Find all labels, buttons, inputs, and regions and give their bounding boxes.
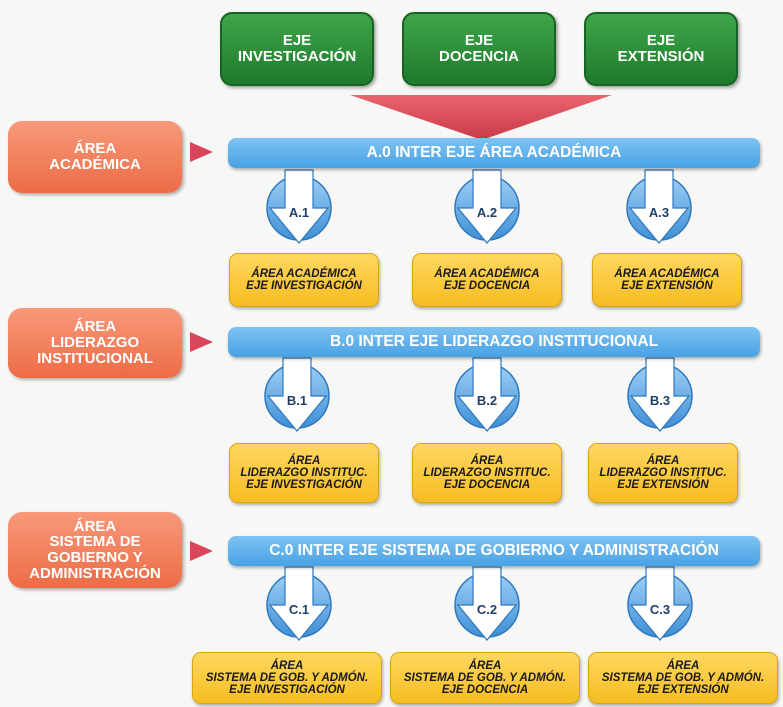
funnel-triangle (350, 95, 612, 140)
result-label: ÁREA ACADÉMICA (434, 267, 540, 280)
bar-label: A.0 INTER EJE ÁREA ACADÉMICA (366, 143, 622, 161)
arrow-c1: C.1 (266, 566, 332, 641)
area-label: LIDERAZGO (50, 334, 140, 352)
result-label: EJE INVESTIGACIÓN (229, 684, 345, 697)
result-b3: ÁREA LIDERAZGO INSTITUC. EJE EXTENSIÓN (588, 443, 738, 503)
result-label: ÁREA (468, 659, 502, 672)
result-label: ÁREA ACADÉMICA (251, 267, 357, 280)
arrow-c3: C.3 (627, 566, 693, 641)
arrow-label: B.2 (477, 393, 497, 408)
result-label: SISTEMA DE GOB. Y ADMÓN. (403, 671, 567, 684)
inter-eje-bar-b: B.0 INTER EJE LIDERAZGO INSTITUCIONAL (228, 327, 760, 357)
result-label: ÁREA (287, 454, 321, 467)
result-label: EJE INVESTIGACIÓN (246, 280, 362, 292)
result-label: EJE DOCENCIA (443, 479, 531, 492)
result-label: EJE INVESTIGACIÓN (246, 479, 362, 492)
result-label: EJE DOCENCIA (441, 684, 529, 697)
result-label: LIDERAZGO INSTITUC. (240, 466, 368, 479)
result-label: ÁREA (270, 659, 304, 672)
result-b1: ÁREA LIDERAZGO INSTITUC. EJE INVESTIGACI… (229, 443, 379, 503)
result-a2: ÁREA ACADÉMICA EJE DOCENCIA (412, 253, 562, 307)
result-label: LIDERAZGO INSTITUC. (599, 466, 727, 479)
area-academica-box: ÁREA ACADÉMICA (8, 121, 182, 193)
result-label: ÁREA (470, 454, 504, 467)
result-a1: ÁREA ACADÉMICA EJE INVESTIGACIÓN (229, 253, 379, 307)
eje-docencia-box: EJE DOCENCIA (402, 12, 556, 86)
result-c2: ÁREA SISTEMA DE GOB. Y ADMÓN. EJE DOCENC… (390, 652, 580, 704)
result-label: SISTEMA DE GOB. Y ADMÓN. (601, 671, 765, 684)
area-label: ÁREA (73, 517, 117, 535)
arrow-a1: A.1 (266, 169, 332, 244)
area-gobierno-box: ÁREA SISTEMA DE GOBIERNO Y ADMINISTRACIÓ… (8, 512, 182, 588)
area-label: ACADÉMICA (49, 156, 141, 173)
eje-label: EJE (464, 32, 494, 50)
result-b2: ÁREA LIDERAZGO INSTITUC. EJE DOCENCIA (412, 443, 562, 503)
result-c1: ÁREA SISTEMA DE GOB. Y ADMÓN. EJE INVEST… (192, 652, 382, 704)
eje-label: DOCENCIA (438, 48, 519, 65)
arrow-b1: B.1 (264, 357, 330, 432)
result-label: ÁREA ACADÉMICA (614, 267, 720, 280)
area-label: ÁREA (73, 318, 117, 336)
result-label: EJE DOCENCIA (443, 280, 531, 292)
pointer-triangle-c (190, 541, 213, 561)
eje-label: EJE (282, 32, 312, 50)
result-label: LIDERAZGO INSTITUC. (423, 466, 551, 479)
area-label: ADMINISTRACIÓN (29, 564, 161, 582)
pointer-triangle-a (190, 142, 213, 162)
arrow-label: B.1 (287, 393, 307, 408)
area-liderazgo-box: ÁREA LIDERAZGO INSTITUCIONAL (8, 308, 182, 378)
arrow-c2: C.2 (454, 566, 520, 641)
bar-label: C.0 INTER EJE SISTEMA DE GOBIERNO Y ADMI… (269, 541, 719, 559)
arrow-label: C.2 (477, 602, 497, 617)
area-label: ÁREA (73, 140, 117, 158)
result-label: SISTEMA DE GOB. Y ADMÓN. (205, 671, 369, 684)
result-label: ÁREA (666, 659, 700, 672)
result-c3: ÁREA SISTEMA DE GOB. Y ADMÓN. EJE EXTENS… (588, 652, 778, 704)
inter-eje-bar-c: C.0 INTER EJE SISTEMA DE GOBIERNO Y ADMI… (228, 536, 760, 566)
arrow-a3: A.3 (626, 169, 692, 244)
arrow-b3: B.3 (627, 357, 693, 432)
arrow-b2: B.2 (454, 357, 520, 432)
pointer-triangle-b (190, 332, 213, 352)
eje-label: EXTENSIÓN (617, 48, 705, 65)
arrow-a2: A.2 (454, 169, 520, 244)
inter-eje-bar-a: A.0 INTER EJE ÁREA ACADÉMICA (228, 138, 760, 168)
arrow-label: C.3 (650, 602, 670, 617)
arrow-label: A.2 (477, 205, 497, 220)
arrow-label: B.3 (650, 393, 670, 408)
eje-label: EJE (646, 32, 676, 50)
eje-label: INVESTIGACIÓN (237, 48, 357, 65)
arrow-label: A.1 (289, 205, 309, 220)
bar-label: B.0 INTER EJE LIDERAZGO INSTITUCIONAL (329, 332, 659, 350)
result-label: EJE EXTENSIÓN (617, 479, 709, 492)
result-label: EJE EXTENSIÓN (621, 280, 713, 292)
area-label: SISTEMA DE (49, 533, 141, 551)
area-label: INSTITUCIONAL (37, 349, 153, 367)
eje-investigacion-box: EJE INVESTIGACIÓN (220, 12, 374, 86)
eje-extension-box: EJE EXTENSIÓN (584, 12, 738, 86)
result-label: ÁREA (646, 454, 680, 467)
result-a3: ÁREA ACADÉMICA EJE EXTENSIÓN (592, 253, 742, 307)
area-label: GOBIERNO Y (47, 549, 143, 566)
arrow-label: A.3 (649, 205, 669, 220)
arrow-label: C.1 (289, 602, 309, 617)
result-label: EJE EXTENSIÓN (637, 684, 729, 697)
